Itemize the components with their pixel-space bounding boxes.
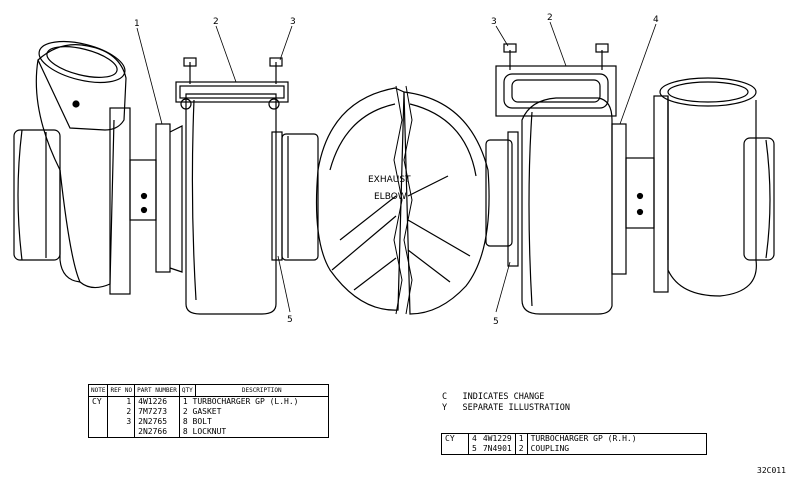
header-ref-no: REF NO xyxy=(107,384,136,397)
legend: C INDICATES CHANGE Y SEPARATE ILLUSTRATI… xyxy=(442,392,570,414)
cell-part: 4W1229 xyxy=(479,433,516,444)
table-row: CY 4 4W1229 1 TURBOCHARGER GP (R.H.) xyxy=(441,433,707,444)
callout-right-4: 4 xyxy=(653,15,659,25)
cell-part: 7N4901 xyxy=(479,444,516,455)
cell-ref: 1 xyxy=(107,396,136,407)
cell-ref: 2 xyxy=(515,444,528,455)
cell-qty: 5 xyxy=(472,444,477,453)
table-row: 2 7M7273 2 GASKET xyxy=(88,407,329,417)
header-note: NOTE xyxy=(88,384,109,397)
exhaust-elbow xyxy=(315,85,513,315)
parts-table-right: CY 4 4W1229 1 TURBOCHARGER GP (R.H.) 5 7… xyxy=(441,433,707,455)
table-row: 5 7N4901 2 COUPLING xyxy=(441,444,707,455)
header-description: DESCRIPTION xyxy=(195,384,329,397)
cell-note: CY xyxy=(88,396,109,407)
cell-part: 4W1226 xyxy=(134,396,180,407)
table-header-row: NOTE REF NO PART NUMBER QTY DESCRIPTION xyxy=(88,384,329,397)
right-turbocharger xyxy=(507,77,775,315)
cell-ref: 3 xyxy=(107,417,136,427)
callout-left-2: 2 xyxy=(213,17,219,27)
cell-note xyxy=(88,407,109,417)
table-row: 3 2N2765 8 BOLT xyxy=(88,417,329,427)
parts-table-left: NOTE REF NO PART NUMBER QTY DESCRIPTION … xyxy=(88,384,329,438)
cell-part: 2N2765 xyxy=(134,417,180,427)
right-flange-bolts xyxy=(495,43,617,117)
left-turbocharger xyxy=(13,40,319,315)
header-qty: QTY xyxy=(179,384,196,397)
callout-left-1: 1 xyxy=(134,19,140,29)
legend-separate-illustration: Y SEPARATE ILLUSTRATION xyxy=(442,403,570,413)
cell-ref: 2 xyxy=(107,407,136,417)
cell-qty: 4 xyxy=(472,434,477,443)
callout-right-2: 2 xyxy=(547,13,553,23)
cell-ref: 1 xyxy=(515,433,528,444)
legend-change: C INDICATES CHANGE xyxy=(442,392,545,402)
cell-part: 7M7273 xyxy=(134,407,180,417)
cell-desc: 1 TURBOCHARGER GP (L.H.) xyxy=(182,397,299,406)
cell-desc: 8 LOCKNUT xyxy=(182,427,227,436)
cell-note xyxy=(88,427,109,438)
callout-right-5: 5 xyxy=(493,317,499,327)
cell-desc: COUPLING xyxy=(530,444,570,453)
cell-desc: 2 GASKET xyxy=(182,407,222,416)
cell-part: 2N2766 xyxy=(134,427,180,438)
left-flange-bolts xyxy=(175,57,289,110)
cell-note xyxy=(441,444,469,455)
elbow-label-line1: EXHAUST xyxy=(368,175,411,185)
figure-number: 32C011 xyxy=(757,466,786,475)
cell-ref xyxy=(107,427,136,438)
callout-leaders xyxy=(136,21,657,313)
elbow-label-line2: ELBOW xyxy=(374,192,407,202)
table-row: 2N2766 8 LOCKNUT xyxy=(88,427,329,438)
callout-left-3: 3 xyxy=(290,17,296,27)
cell-note: CY xyxy=(441,433,469,444)
callout-numbers: 1 2 3 5 3 2 4 5 EXHAUST ELBOW xyxy=(134,13,659,327)
cell-desc: 8 BOLT xyxy=(182,417,212,426)
callout-right-3: 3 xyxy=(491,17,497,27)
cell-desc: TURBOCHARGER GP (R.H.) xyxy=(530,434,637,443)
callout-left-5: 5 xyxy=(287,315,293,325)
cell-note xyxy=(88,417,109,427)
table-row: CY 1 4W1226 1 TURBOCHARGER GP (L.H.) xyxy=(88,396,329,407)
header-part-number: PART NUMBER xyxy=(134,384,180,397)
